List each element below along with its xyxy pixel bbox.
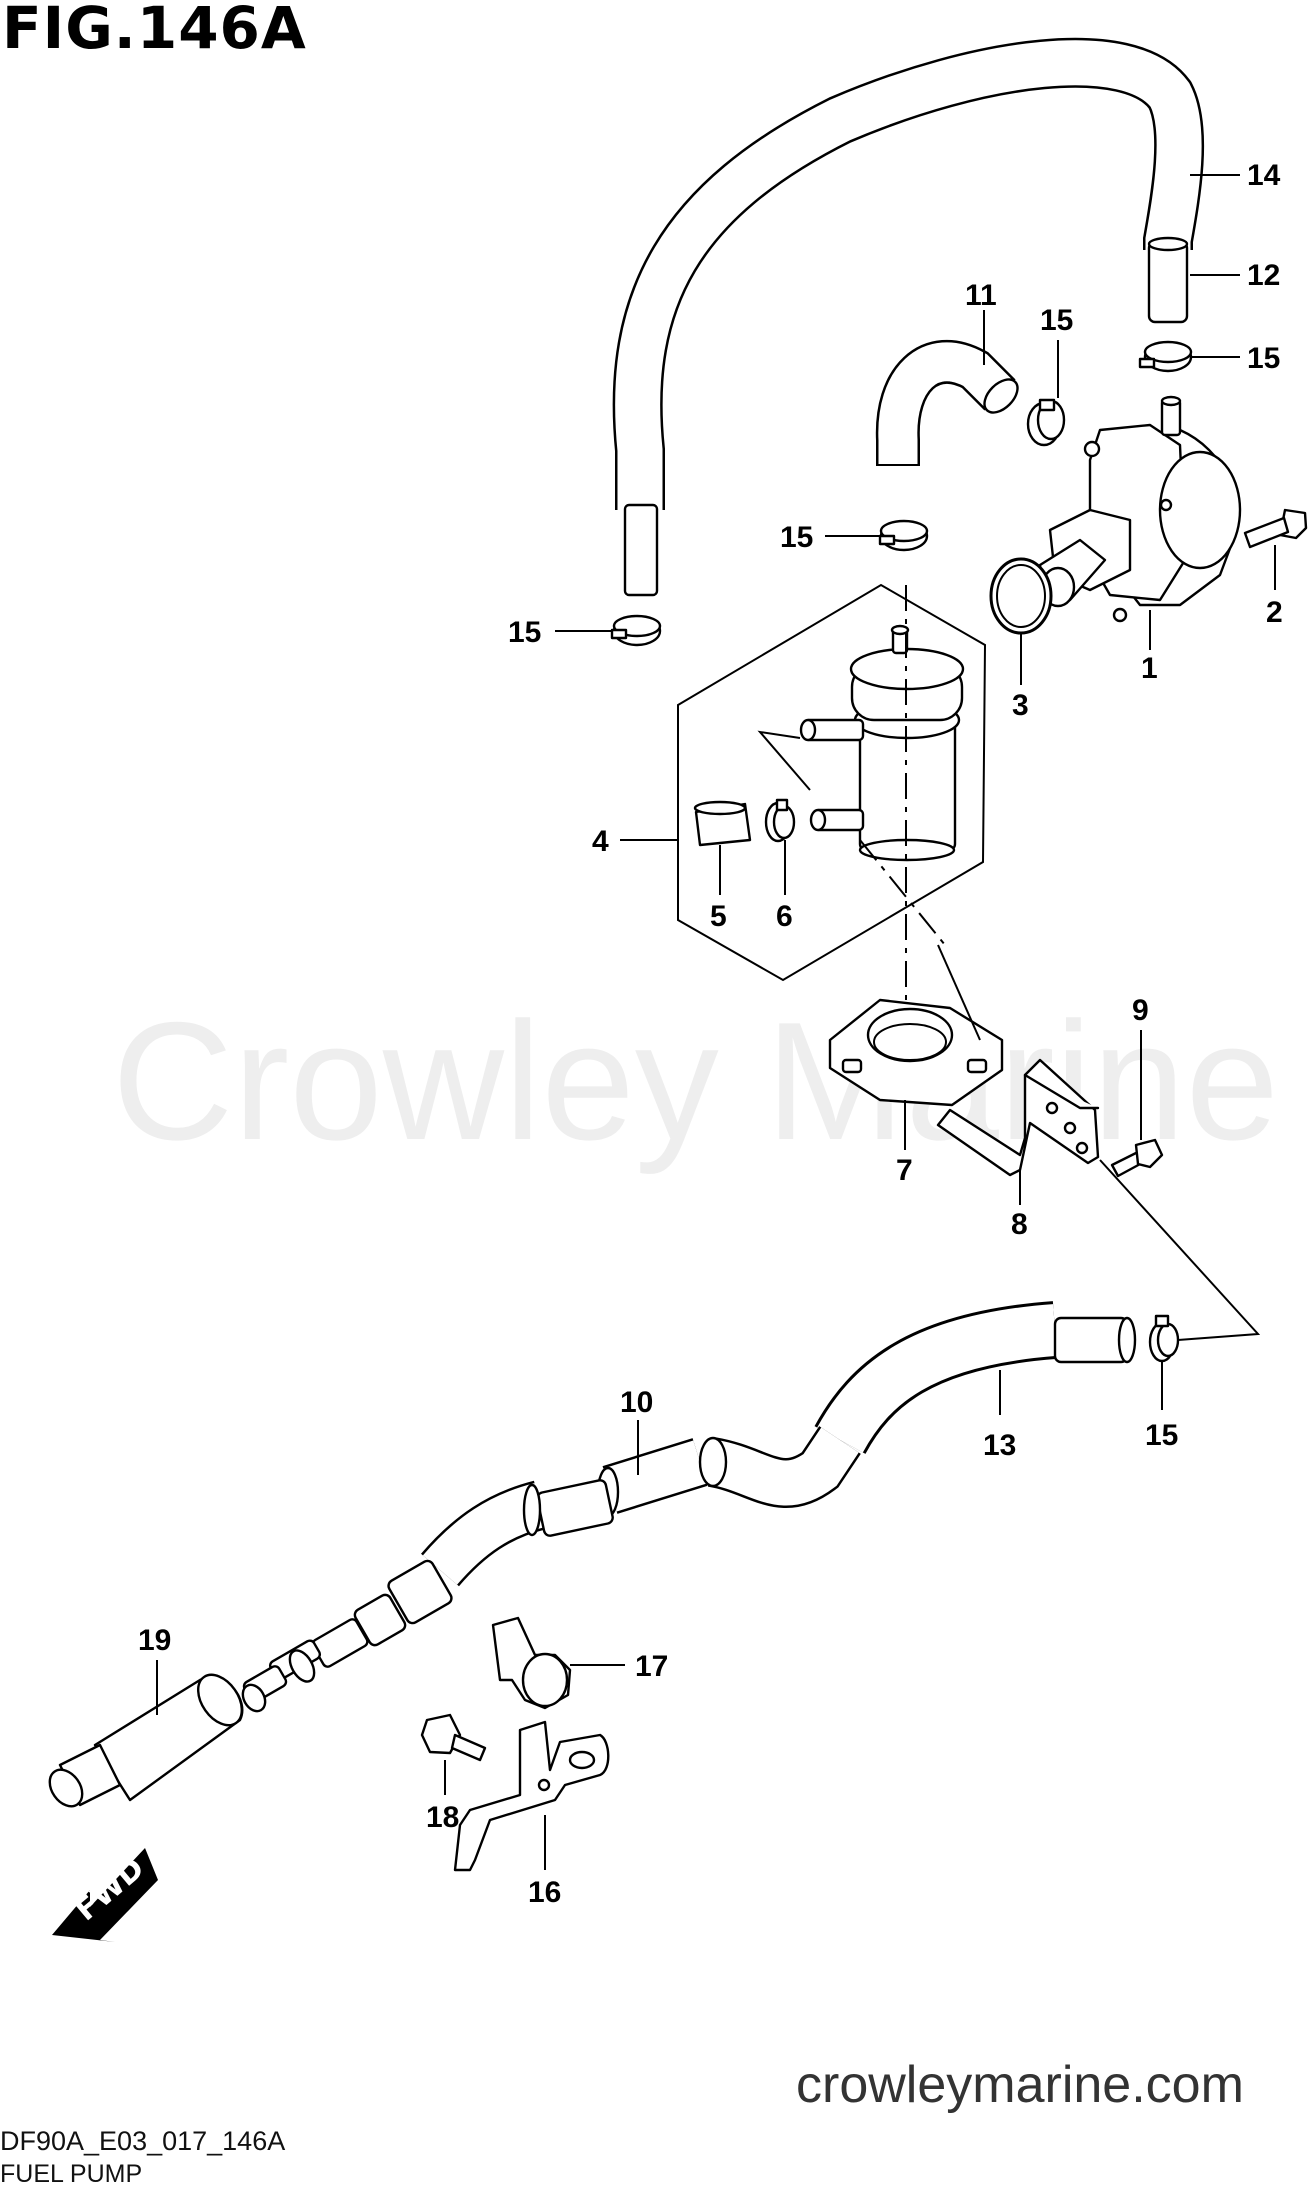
callout-9: 9 — [1132, 994, 1149, 1027]
callout-7: 7 — [896, 1154, 913, 1187]
clamp-15-lower-right — [1148, 1314, 1180, 1363]
kit-outline-4 — [677, 583, 987, 982]
clamp-15-top-right — [1138, 340, 1193, 373]
callout-numbers: 14 12 11 15 15 15 15 2 1 3 4 5 6 9 7 8 1… — [138, 159, 1283, 1909]
website-url: crowleymarine.com — [796, 2056, 1244, 2114]
callout-5: 5 — [710, 900, 727, 933]
callout-8: 8 — [1011, 1208, 1028, 1241]
hose-10 — [596, 1426, 861, 1518]
callout-16: 16 — [528, 1876, 561, 1909]
clamp-15-center — [878, 519, 929, 552]
o-ring-3 — [989, 557, 1053, 635]
leader-lines — [156, 174, 1276, 1870]
leader-15-bracket — [937, 944, 981, 1041]
hose-14-lower-end — [623, 503, 659, 597]
clamp-15-near-pump — [1026, 398, 1066, 447]
fuel-pump-1 — [1038, 395, 1242, 623]
bolt-9 — [1110, 1138, 1164, 1178]
connector-19 — [48, 1673, 244, 1808]
bracket-7 — [828, 998, 1004, 1107]
fuel-filter-4 — [799, 624, 965, 862]
clamp-15-upper-left — [610, 614, 662, 647]
hose-12 — [1147, 236, 1189, 324]
callout-10: 10 — [620, 1386, 653, 1419]
callout-3: 3 — [1012, 689, 1029, 722]
callout-11: 11 — [965, 279, 997, 312]
callout-15-d: 15 — [508, 616, 541, 649]
callout-18: 18 — [426, 1801, 459, 1834]
leader-15-lower — [1099, 1159, 1261, 1341]
bolt-18 — [420, 1713, 487, 1762]
clip-6 — [764, 798, 796, 843]
callout-15-a: 15 — [1040, 304, 1073, 337]
diagram-caption: FUEL PUMP — [0, 2160, 143, 2188]
callout-1: 1 — [1141, 652, 1158, 685]
callout-14: 14 — [1247, 159, 1281, 192]
hose-13 — [814, 1301, 1137, 1455]
callout-15-e: 15 — [1145, 1419, 1178, 1452]
callout-19: 19 — [138, 1624, 171, 1657]
clip-17 — [491, 1616, 572, 1710]
drawing-code: DF90A_E03_017_146A — [0, 2126, 286, 2156]
fwd-arrow: FWD — [52, 1848, 158, 1942]
leader-6-a — [757, 730, 811, 791]
hose-11 — [875, 339, 1019, 466]
bracket-16 — [453, 1720, 610, 1872]
callout-15-b: 15 — [1247, 342, 1280, 375]
figure-title: FIG.146A — [2, 0, 307, 62]
callout-6: 6 — [776, 900, 793, 933]
callout-15-c: 15 — [780, 521, 813, 554]
bolt-2 — [1243, 508, 1308, 549]
bracket-8 — [936, 1058, 1100, 1177]
callout-12: 12 — [1247, 259, 1280, 292]
callout-17: 17 — [635, 1650, 668, 1683]
centerline-diagonal — [859, 839, 946, 946]
callout-13: 13 — [983, 1429, 1016, 1462]
callout-2: 2 — [1266, 596, 1283, 629]
hose-lower-left — [241, 1479, 614, 1713]
hose-14 — [612, 37, 1205, 510]
cap-5 — [693, 800, 752, 847]
callout-4: 4 — [592, 825, 609, 858]
